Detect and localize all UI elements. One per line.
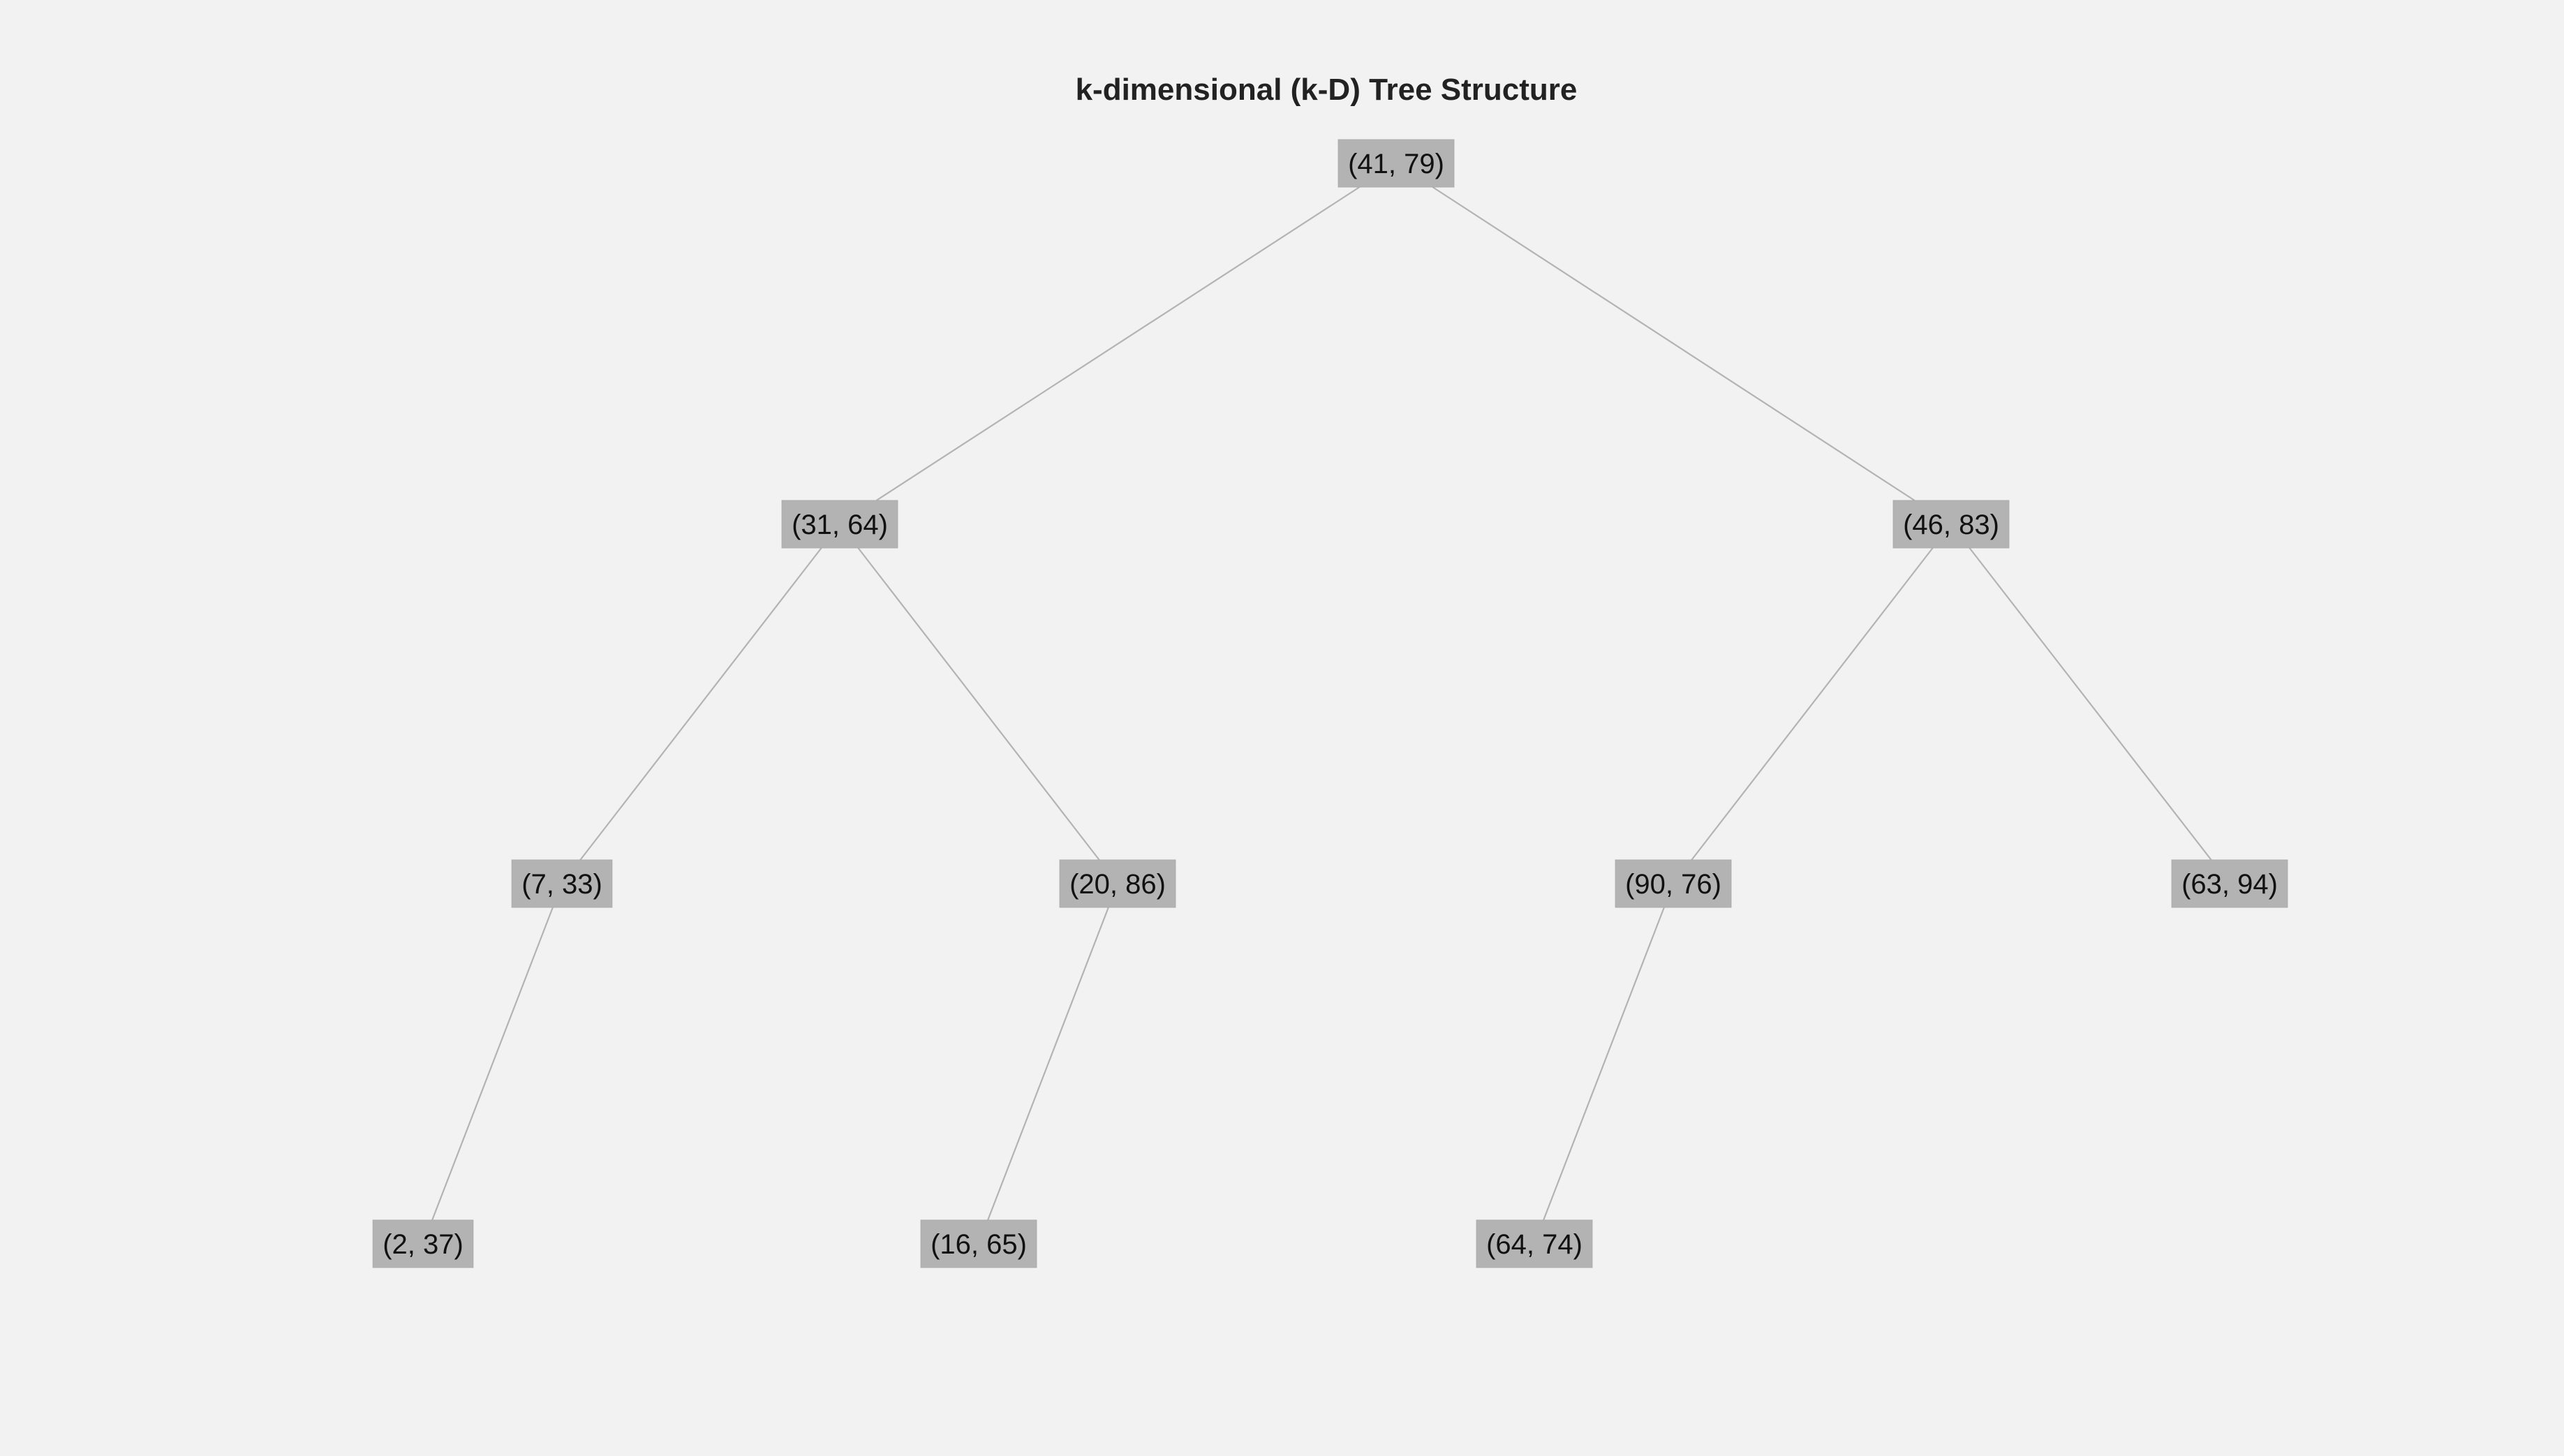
tree-edge (857, 547, 1100, 861)
tree-node-label: (63, 94) (2181, 869, 2278, 900)
tree-node-label: (16, 65) (931, 1229, 1027, 1260)
tree-node-box (1476, 1219, 1593, 1268)
tree-node: (46, 83) (1892, 500, 2010, 549)
tree-node: (31, 64) (781, 500, 898, 549)
tree-node-label: (90, 76) (1625, 869, 1721, 900)
tree-node-label: (46, 83) (1903, 510, 1999, 540)
tree-node-label: (20, 86) (1069, 869, 1166, 900)
tree-edge (1543, 907, 1665, 1221)
tree-node-box (511, 859, 613, 908)
edges-layer (431, 186, 2212, 1221)
tree-edge (987, 907, 1109, 1221)
tree-edge (431, 907, 554, 1221)
tree-node: (90, 76) (1615, 859, 1732, 908)
diagram-title: k-dimensional (k-D) Tree Structure (1076, 73, 1578, 107)
tree-node-label: (41, 79) (1348, 149, 1444, 179)
tree-edge (1969, 547, 2212, 861)
tree-node: (20, 86) (1059, 859, 1176, 908)
tree-node-label: (2, 37) (383, 1229, 464, 1260)
tree-edge (579, 547, 822, 861)
tree-node-label: (7, 33) (521, 869, 602, 900)
tree-node-box (1615, 859, 1732, 908)
tree-edge (875, 186, 1361, 501)
tree-node: (16, 65) (920, 1219, 1037, 1268)
tree-node-box (2171, 859, 2288, 908)
tree-edge (1691, 547, 1934, 861)
tree-node-box (920, 1219, 1037, 1268)
tree-node-box (372, 1219, 474, 1268)
tree-edge (1432, 186, 1915, 501)
tree-node-label: (31, 64) (792, 510, 888, 540)
tree-node: (2, 37) (372, 1219, 474, 1268)
tree-node: (64, 74) (1476, 1219, 1593, 1268)
tree-node: (41, 79) (1337, 139, 1455, 188)
tree-node: (7, 33) (511, 859, 613, 908)
nodes-layer: (41, 79) (31, 64) (46, 83) (7, 33) (20, 86) (… (372, 139, 2288, 1268)
tree-node-box (1337, 139, 1455, 188)
tree-node-box (1059, 859, 1176, 908)
tree-node-box (781, 500, 898, 549)
tree-node: (63, 94) (2171, 859, 2288, 908)
tree-node-box (1892, 500, 2010, 549)
tree-node-label: (64, 74) (1486, 1229, 1583, 1260)
